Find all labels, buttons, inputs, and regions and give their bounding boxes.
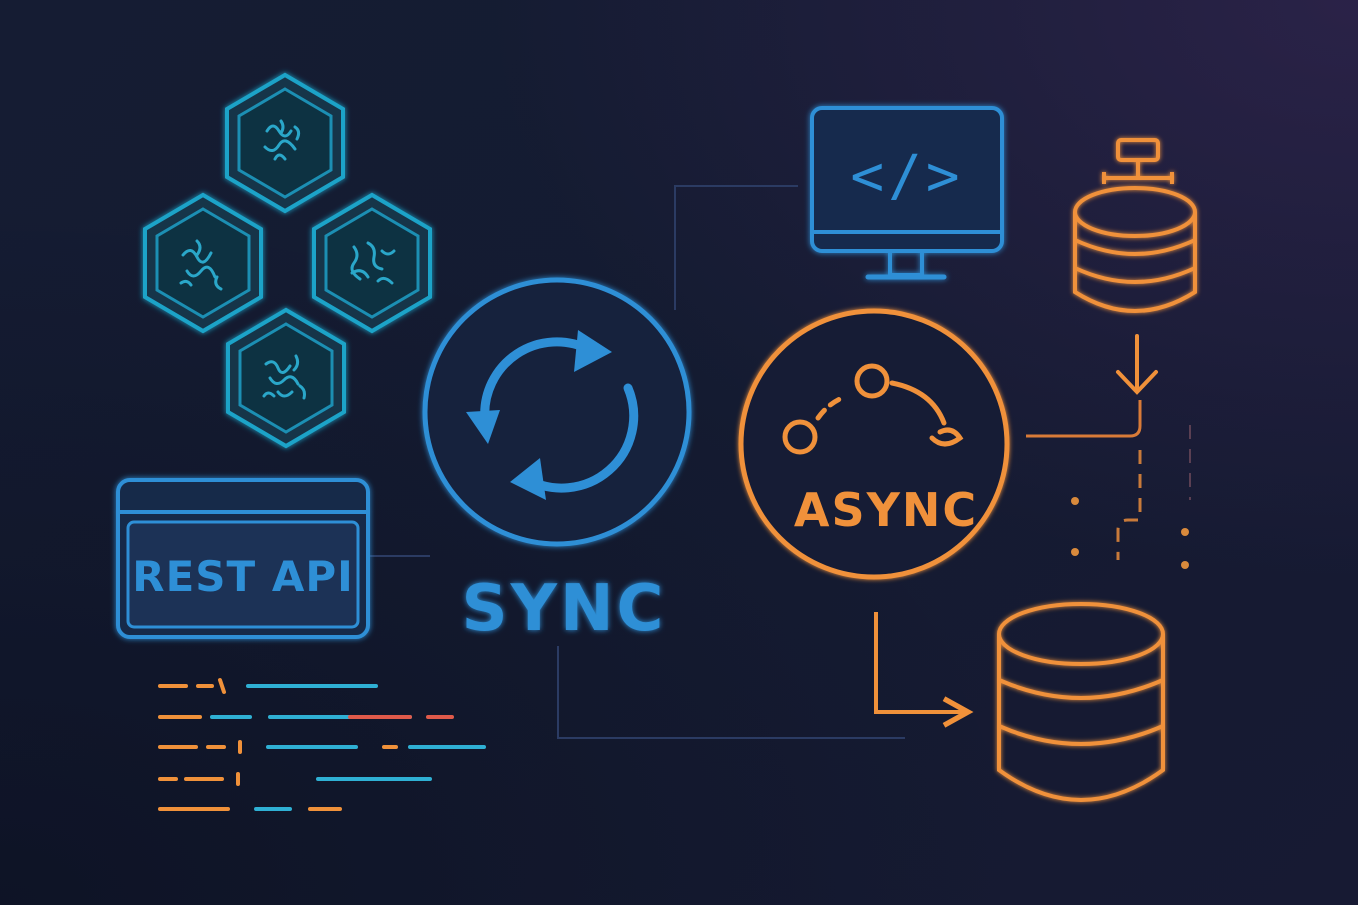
sync-arrowhead-bottom xyxy=(510,458,546,500)
async-flow-icon xyxy=(782,363,964,455)
sync-arrows-icon xyxy=(480,337,639,493)
microservice-hexagon-icon xyxy=(312,192,432,334)
connector-async-database xyxy=(874,612,968,712)
microservice-hexagon-icon xyxy=(225,72,345,214)
code-snippet xyxy=(158,678,486,811)
code-monitor-icon[interactable]: </> xyxy=(810,106,1004,280)
async-node[interactable]: ASYNC xyxy=(738,308,1010,580)
connector-lines xyxy=(370,185,1191,739)
connector-async-right xyxy=(1026,400,1142,438)
async-label: ASYNC xyxy=(794,483,978,537)
connector-sync-monitor xyxy=(674,185,798,310)
code-tag-glyph: </> xyxy=(850,144,963,209)
sync-node[interactable] xyxy=(422,277,692,547)
sync-arrowhead-left xyxy=(466,410,500,444)
sync-label: SYNC xyxy=(462,572,667,646)
hexagon-cluster xyxy=(143,72,432,449)
dashed-connector-down xyxy=(1116,450,1142,560)
down-arrow xyxy=(1116,334,1158,395)
rest-api-label: REST API xyxy=(132,552,353,601)
microservice-hexagon-icon xyxy=(143,192,263,334)
microservice-hexagon-icon xyxy=(226,307,346,449)
dotted-decoration xyxy=(1071,497,1189,569)
sync-arrowhead-top xyxy=(574,330,612,372)
rest-api-box[interactable]: REST API xyxy=(116,478,370,639)
database-icon[interactable] xyxy=(1073,138,1197,313)
database-icon[interactable] xyxy=(997,602,1165,802)
connector-sync-database xyxy=(557,646,905,739)
